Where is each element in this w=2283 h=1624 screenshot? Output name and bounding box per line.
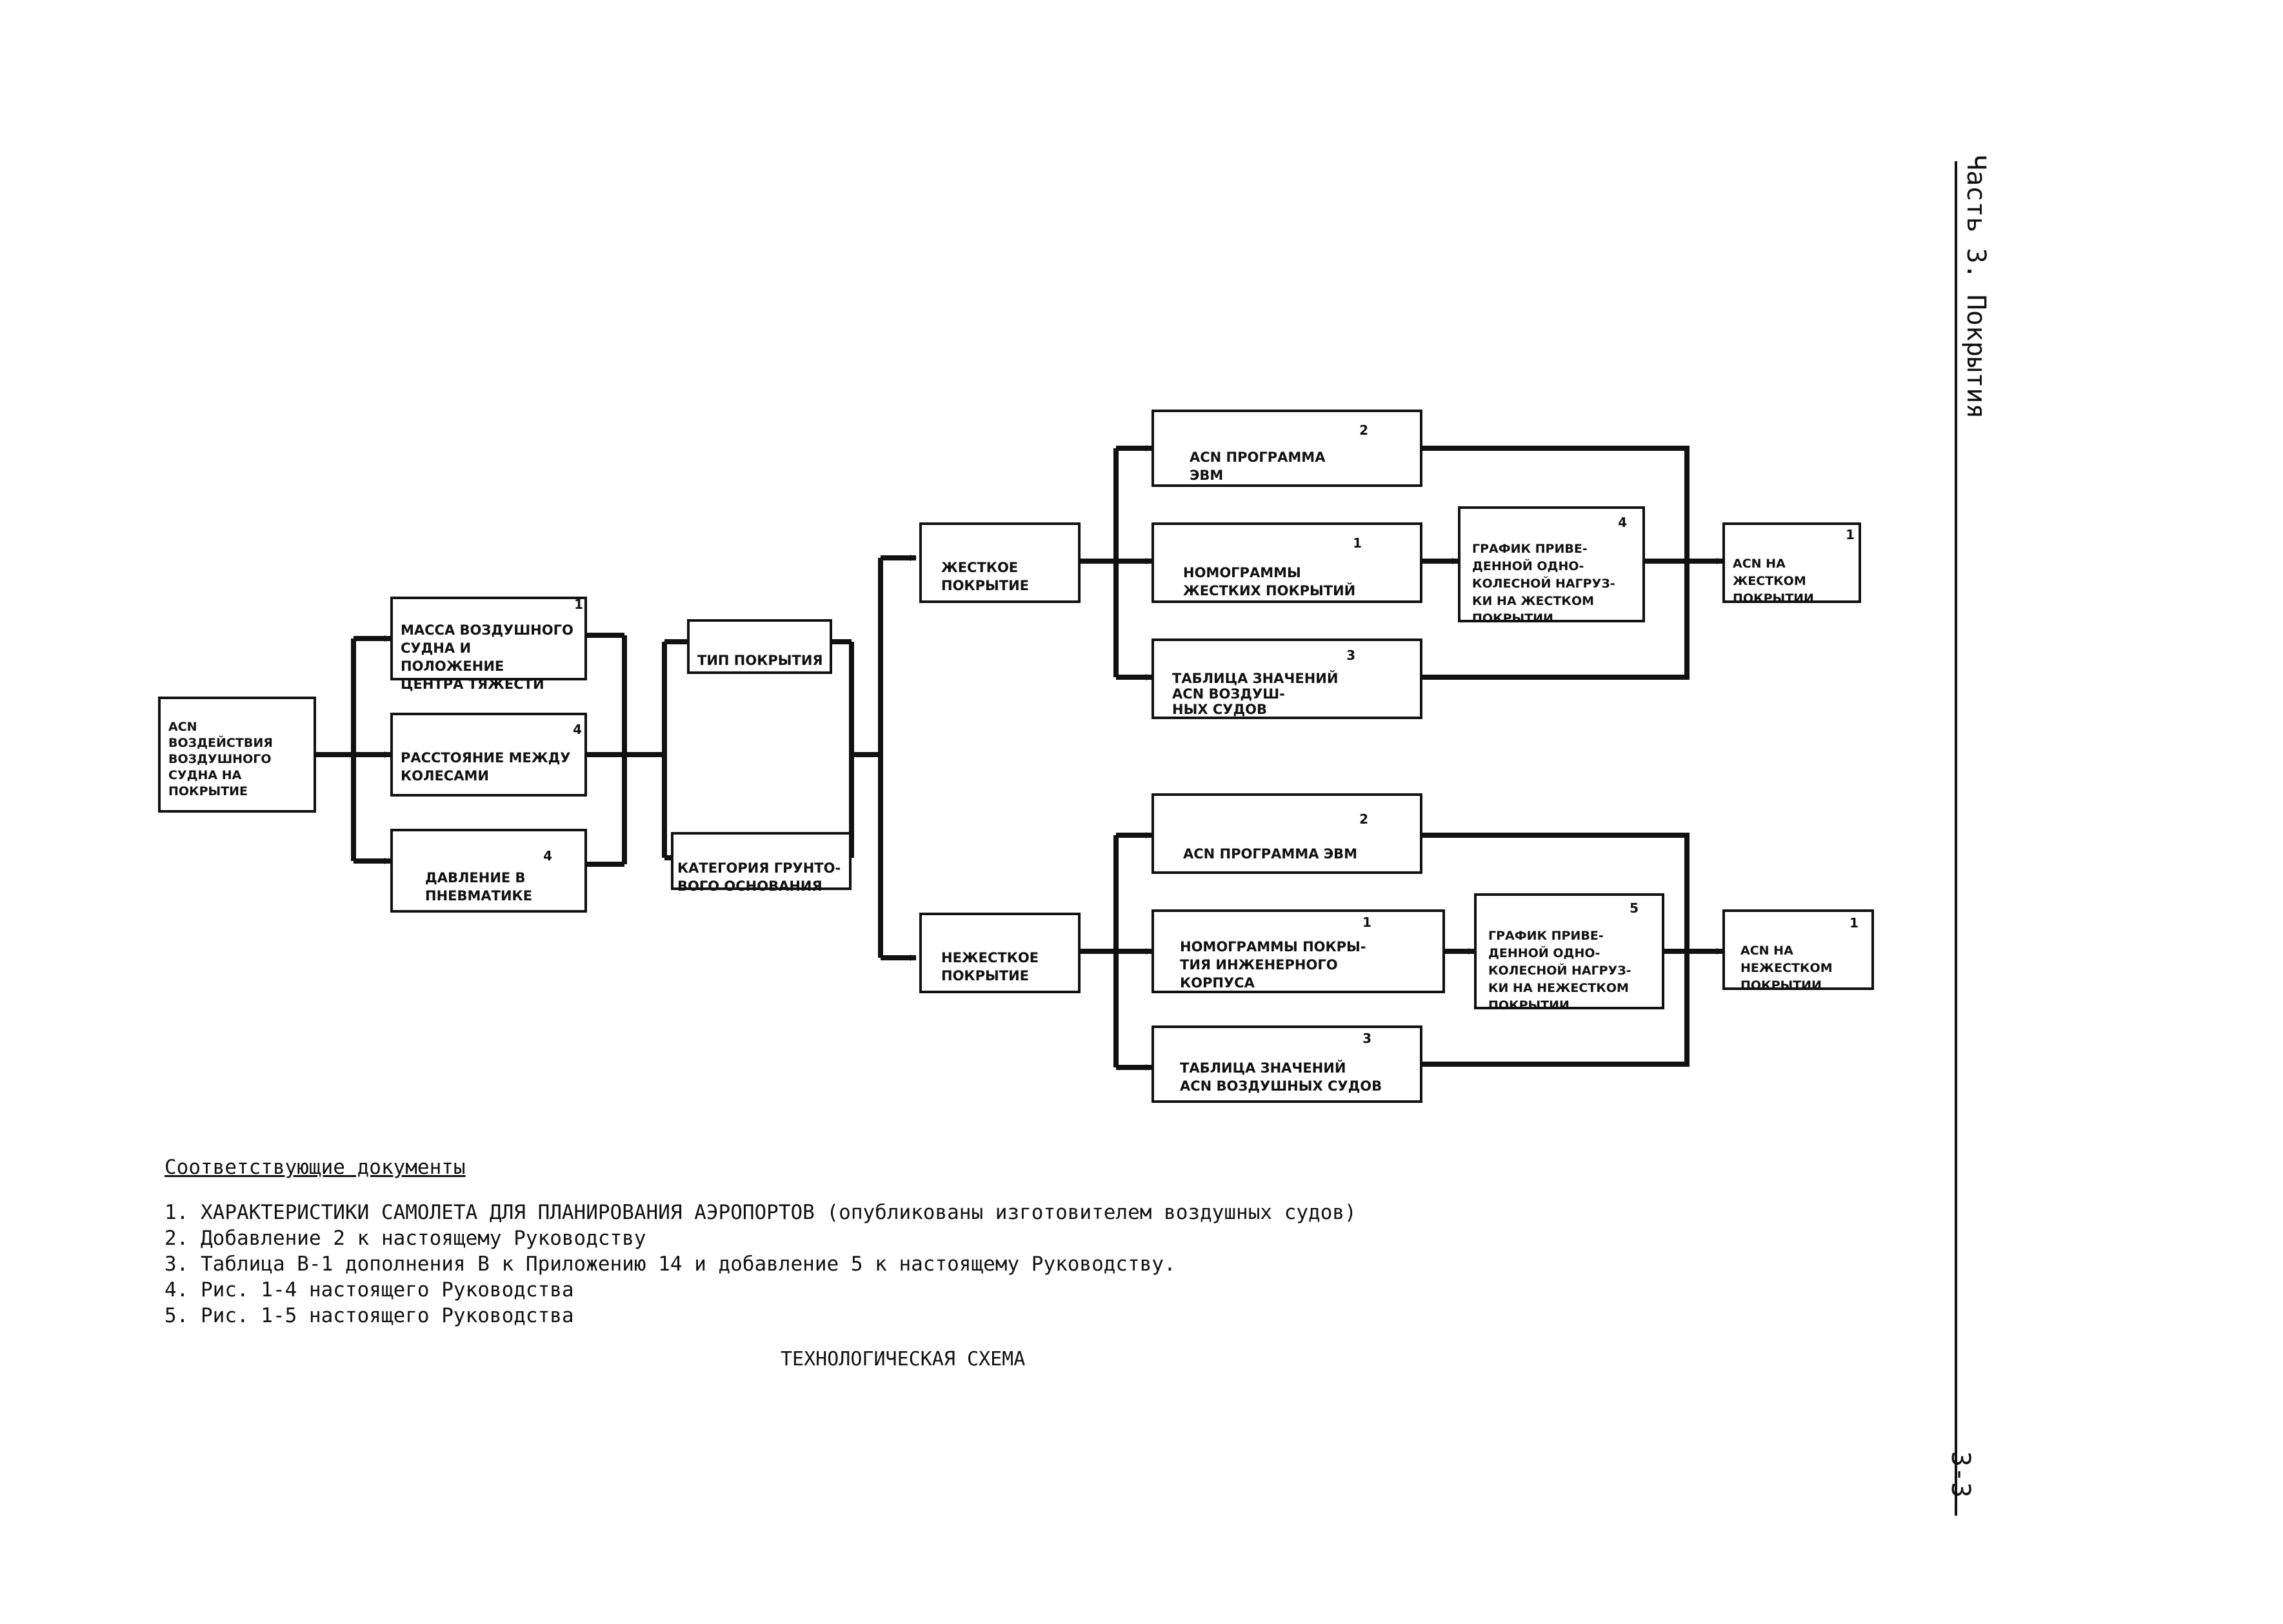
box-tire-pressure: ДАВЛЕНИЕ В ПНЕВМАТИКЕ 4 xyxy=(390,829,587,913)
box-reference-number: 4 xyxy=(573,722,582,737)
box-reference-number: 3 xyxy=(1346,648,1355,663)
box-acn-input: ACN ВОЗДЕЙСТВИЯ ВОЗДУШНОГО СУДНА НА ПОКР… xyxy=(158,697,316,813)
related-documents-heading: Соответствующие документы xyxy=(164,1156,466,1179)
box-flex-nomograms: НОМОГРАММЫ ПОКРЫ- ТИЯ ИНЖЕНЕРНОГО КОРПУС… xyxy=(1151,909,1445,993)
box-reference-number: 5 xyxy=(1630,900,1639,916)
box-rigid-acn-table: ТАБЛИЦА ЗНАЧЕНИЙ ACN ВОЗДУШ- НЫХ СУДОВ 3 xyxy=(1151,639,1422,719)
box-rigid-nomograms: НОМОГРАММЫ ЖЕСТКИХ ПОКРЫТИЙ 1 xyxy=(1151,522,1422,603)
edge-flex-table-right xyxy=(1422,951,1690,1067)
edge-rigid-program-right xyxy=(1422,446,1690,561)
box-reference-number: 2 xyxy=(1359,422,1368,438)
document-item: 1. ХАРАКТЕРИСТИКИ САМОЛЕТА ДЛЯ ПЛАНИРОВА… xyxy=(164,1201,1357,1224)
box-reference-number: 2 xyxy=(1359,811,1368,827)
box-rigid-computer-program: ACN ПРОГРАММА ЭВМ 2 xyxy=(1151,410,1422,487)
box-flexible-pavement: НЕЖЕСТКОЕ ПОКРЫТИЕ xyxy=(919,913,1081,993)
figure-caption: ТЕХНОЛОГИЧЕСКАЯ СХЕМА xyxy=(781,1348,1026,1371)
box-acn-flexible-output: ACN НА НЕЖЕСТКОМ ПОКРЫТИИ 1 xyxy=(1722,909,1874,993)
box-reference-number: 1 xyxy=(1362,915,1371,930)
box-reference-number: 1 xyxy=(1846,527,1855,542)
related-documents: Соответствующие документы 1. ХАРАКТЕРИСТ… xyxy=(164,1154,1357,1329)
box-reference-number: 1 xyxy=(1849,915,1859,931)
box-flex-acn-table: ТАБЛИЦА ЗНАЧЕНИЙ ACN ВОЗДУШНЫХ СУДОВ 3 xyxy=(1151,1025,1422,1103)
box-wheel-distance: РАССТОЯНИЕ МЕЖДУ КОЛЕСАМИ 4 xyxy=(390,713,587,797)
box-flex-computer-program: ACN ПРОГРАММА ЭВМ 2 xyxy=(1151,793,1422,874)
box-pavement-type: ТИП ПОКРЫТИЯ xyxy=(687,619,832,674)
box-reference-number: 1 xyxy=(1353,535,1362,551)
box-rigid-pavement: ЖЕСТКОЕ ПОКРЫТИЕ xyxy=(919,522,1081,603)
section-title: Часть 3. Покрытия xyxy=(1961,155,1991,419)
edge-flex-program-right xyxy=(1422,833,1690,951)
box-reference-number: 1 xyxy=(574,597,583,612)
box-acn-rigid-output: ACN НА ЖЕСТКОМ ПОКРЫТИИ 1 xyxy=(1722,522,1861,606)
margin-rule xyxy=(1955,161,1957,1516)
box-reference-number: 3 xyxy=(1362,1031,1371,1046)
document-item: 4. Рис. 1-4 настоящего Руководства xyxy=(164,1278,574,1302)
box-rigid-wheel-load-graph: ГРАФИК ПРИВЕ- ДЕННОЙ ОДНО- КОЛЕСНОЙ НАГР… xyxy=(1458,506,1645,626)
box-reference-number: 4 xyxy=(543,848,552,864)
page-number: 3-3 xyxy=(1946,1451,1975,1498)
document-item: 2. Добавление 2 к настоящему Руководству xyxy=(164,1227,646,1250)
box-flex-wheel-load-graph: ГРАФИК ПРИВЕ- ДЕННОЙ ОДНО- КОЛЕСНОЙ НАГР… xyxy=(1474,893,1664,1013)
box-subgrade-category: КАТЕГОРИЯ ГРУНТО- ВОГО ОСНОВАНИЯ xyxy=(671,832,852,894)
document-item: 5. Рис. 1-5 настоящего Руководства xyxy=(164,1304,574,1327)
box-reference-number: 4 xyxy=(1618,515,1627,530)
box-aircraft-mass: МАССА ВОЗДУШНОГО СУДНА И ПОЛОЖЕНИЕ ЦЕНТР… xyxy=(390,597,587,692)
document-item: 3. Таблица В-1 дополнения В к Приложению… xyxy=(164,1253,1176,1276)
edge-rigid-table-right xyxy=(1422,561,1690,680)
